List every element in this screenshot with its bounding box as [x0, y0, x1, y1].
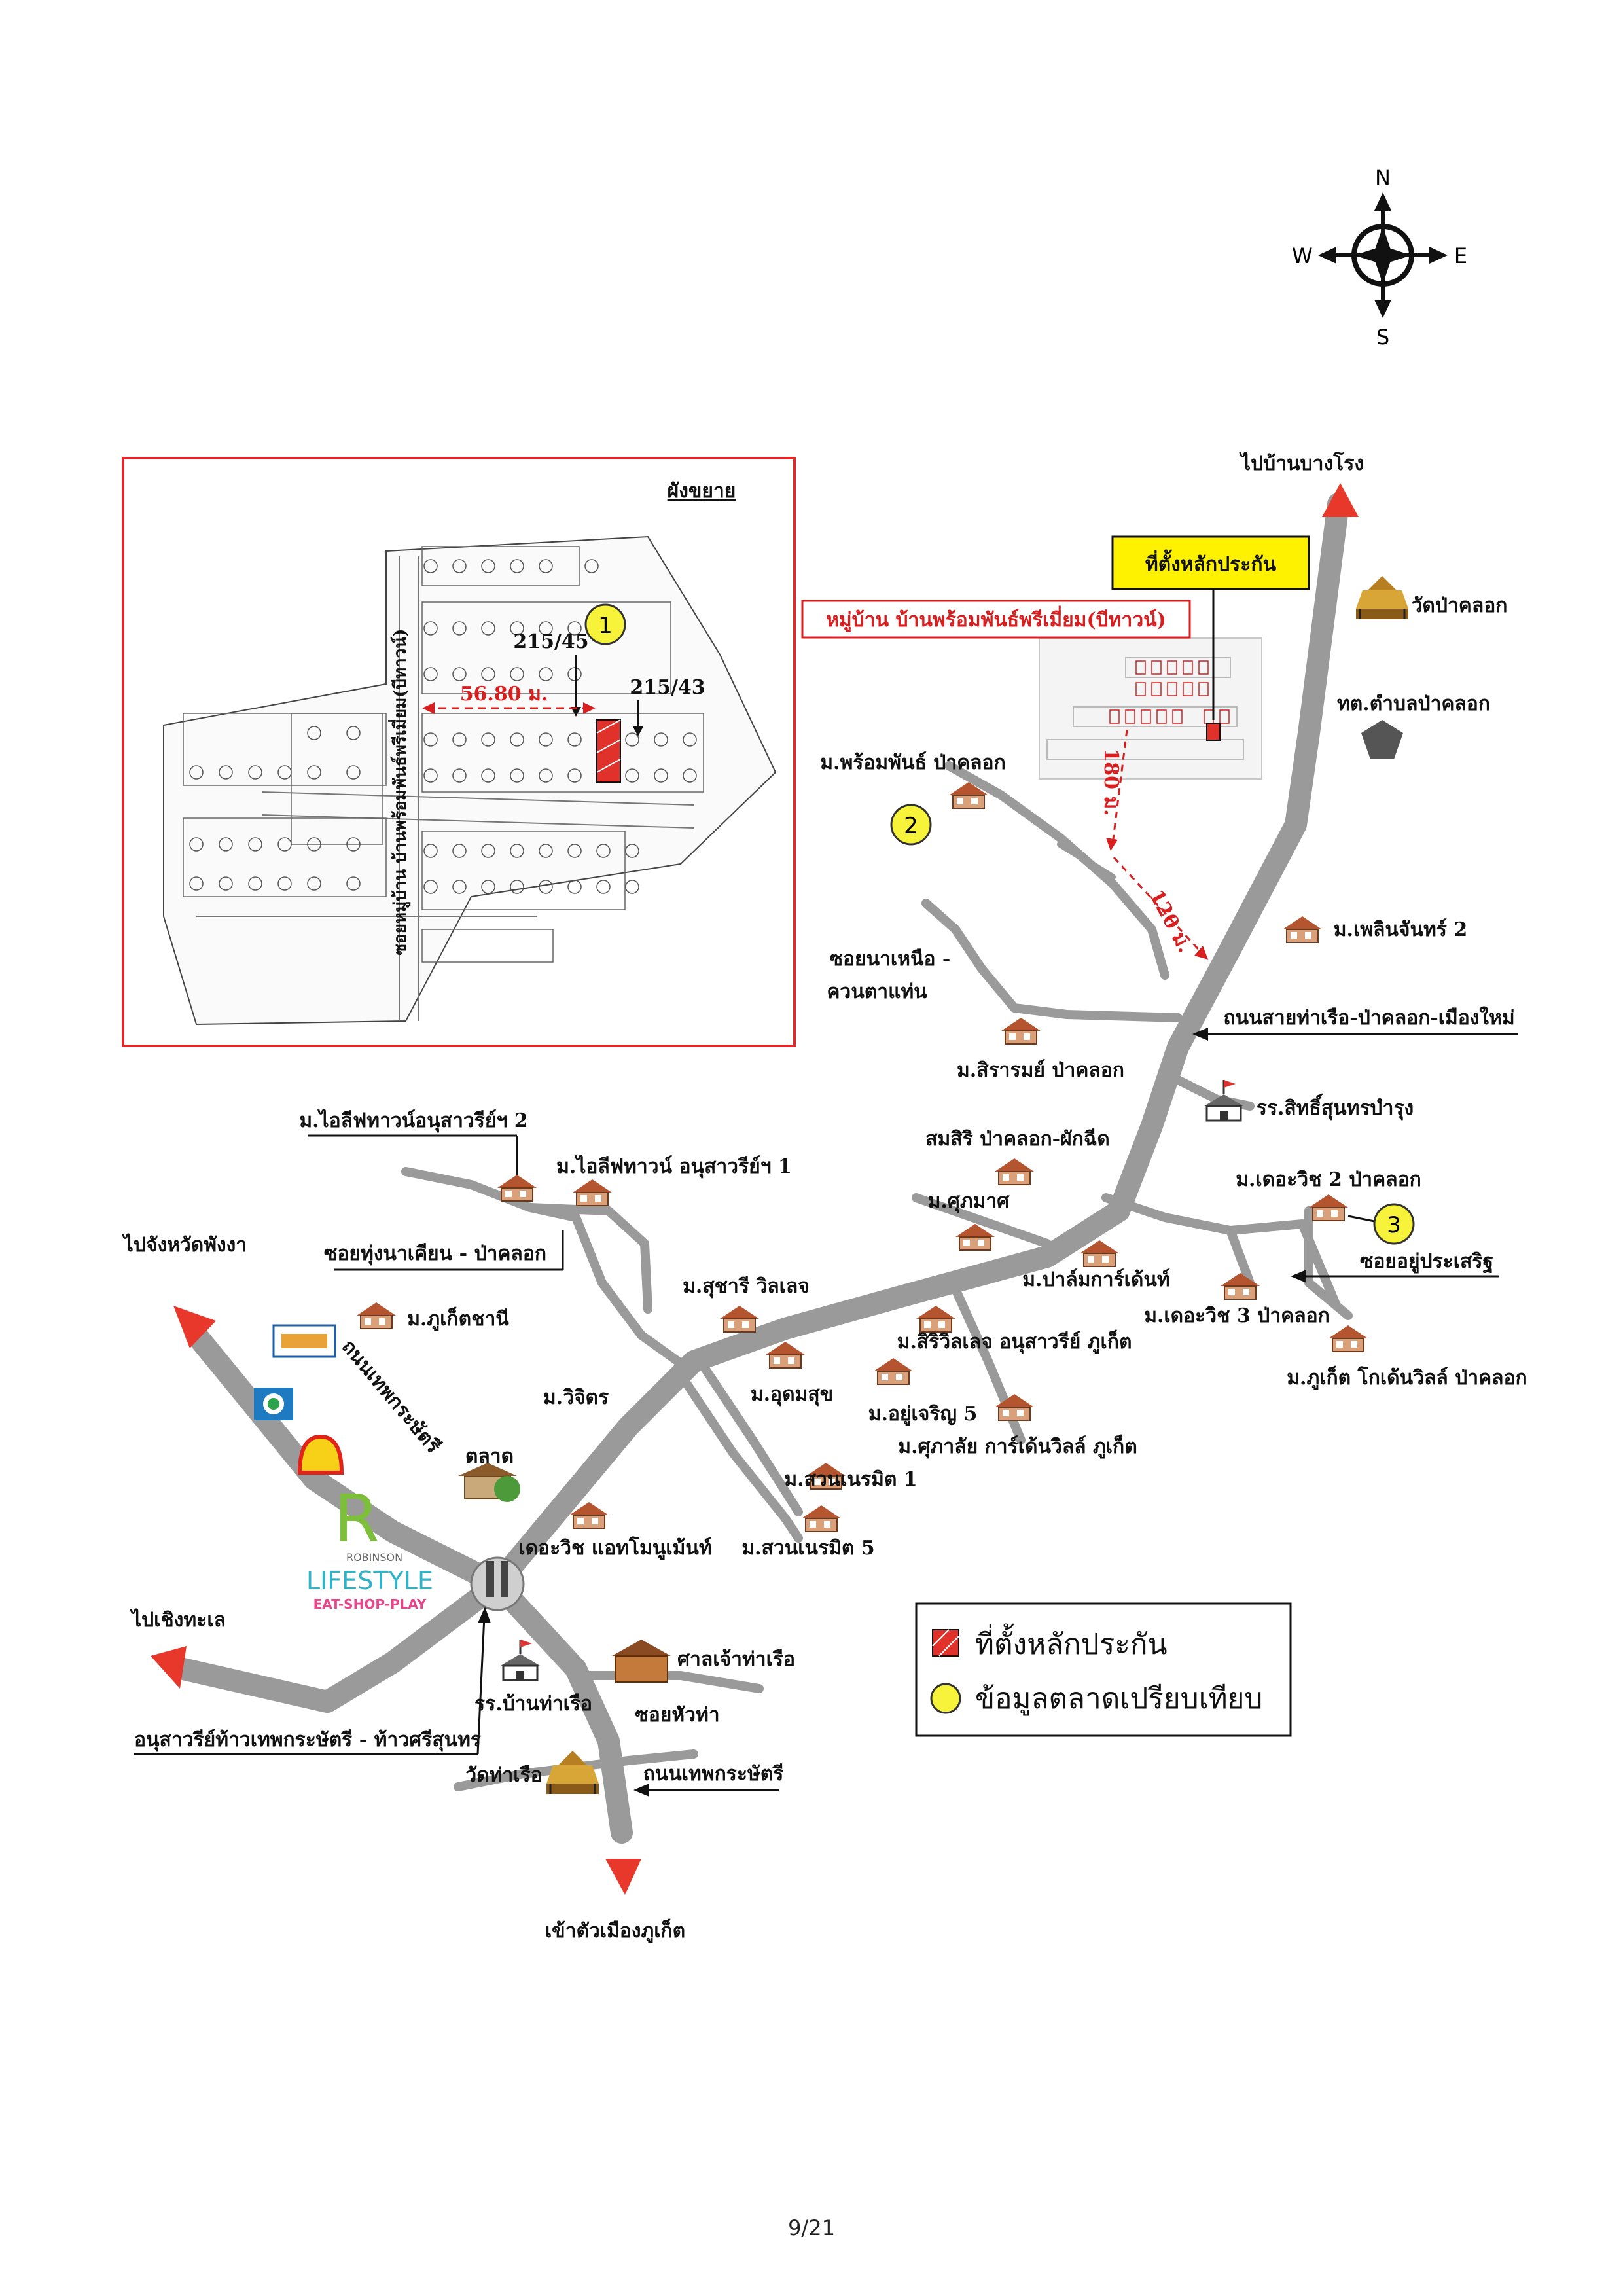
inset-road-label: ซอยหมู่บ้าน บ้านพร้อมพันธ์พรีเมี่ยม(บีทา…	[387, 629, 411, 956]
map-legend: ที่ตั้งหลักประกัน ข้อมูลตลาดเปรียบเทียบ	[915, 1602, 1292, 1737]
road-thep2-label: ถนนเทพกระษัตรี	[643, 1763, 784, 1785]
compass-north-label: N	[1375, 165, 1391, 190]
compass-west-label: W	[1292, 243, 1313, 268]
decavish-ave-label: เดอะวิช แอทโมนูเม้นท์	[518, 1535, 711, 1560]
legend-collateral-swatch-icon	[932, 1629, 959, 1657]
marker-3-icon	[1373, 1203, 1415, 1245]
somsiri-label: สมสิริ ป่าคลอก-ผักฉีด	[925, 1128, 1110, 1151]
to-phang-nga-label: ไปจังหวัดพังงา	[122, 1233, 247, 1257]
m-phloenchan-label: ม.เพลินจันทร์ 2	[1334, 918, 1467, 941]
shrine-label: ศาลเจ้าท่าเรือ	[677, 1648, 795, 1671]
m-phuket-golden-label: ม.ภูเก็ต โกเด้นวิลล์ ป่าคลอก	[1287, 1365, 1527, 1390]
marker-2-label: 2	[904, 813, 918, 839]
soi-huatha-label: ซอยหัวท่า	[635, 1704, 719, 1727]
to-phuket-town-label: เข้าตัวเมืองภูเก็ต	[545, 1918, 685, 1943]
to-bang-rong-label: ไปบ้านบางโรง	[1239, 451, 1364, 475]
shell-logo-icon	[297, 1434, 344, 1475]
village-box-label: หมู่บ้าน บ้านพร้อมพันธ์พรีเมี่ยม(บีทาวน์…	[826, 605, 1166, 632]
northwest-arrow-icon	[173, 1306, 216, 1348]
m-palm-label: ม.ปาล์มการ์เด้นท์	[1022, 1268, 1169, 1291]
robinson-r-text: R	[334, 1480, 379, 1557]
robinson-lifestyle-logo-icon: R ROBINSON LIFESTYLE EAT-SHOP-PLAY	[306, 1480, 433, 1612]
marker-2-icon	[890, 804, 932, 846]
collateral-site: ที่ตั้งหลักประกัน หมู่บ้าน บ้านพร้อมพันธ…	[801, 535, 1310, 960]
m-sirarom-label: ม.สิรารมย์ ป่าคลอก	[957, 1059, 1124, 1082]
m-supamas-label: ม.ศุภมาศ	[928, 1190, 1010, 1213]
marker-3-label: 3	[1387, 1212, 1401, 1238]
soi-na-nuea-label-2: ควนตาแท่น	[827, 980, 927, 1003]
m-suchari-label: ม.สุชารี วิลเลจ	[683, 1275, 810, 1299]
m-phuket-chani-label: ม.ภูเก็ตชานี	[407, 1306, 509, 1331]
to-choeng-thale-label: ไปเชิงทะเล	[130, 1608, 226, 1632]
inset-distance-label: 56.80 ม.	[460, 683, 548, 706]
m-yucharoen-label: ม.อยู่เจริญ 5	[868, 1403, 978, 1426]
inset-title: ผังขยาย	[668, 480, 736, 503]
plot-215-43-label: 215/43	[630, 676, 705, 699]
m-isf1-label: ม.ไอลีฟทาวน์ อนุสาวรีย์ฯ 1	[556, 1155, 792, 1179]
compass-east-label: E	[1454, 243, 1467, 268]
road-thep-label: ถนนเทพกระษัตรี	[337, 1335, 445, 1458]
m-wijit-label: ม.วิจิตร	[543, 1386, 609, 1409]
market-icon	[458, 1463, 520, 1502]
north-arrow-icon	[1322, 483, 1359, 517]
monument-label: อนุสาวรีย์ท้าวเทพกระษัตรี - ท้าวศรีสุนทร	[134, 1729, 481, 1752]
garuda-emblem-icon	[1361, 720, 1403, 759]
m-udom-label: ม.อุดมสุข	[751, 1383, 833, 1407]
big-c-logo-icon	[272, 1324, 336, 1358]
west-arrow-icon	[151, 1646, 187, 1689]
road-tharuea-label: ถนนสายท่าเรือ-ป่าคลอก-เมืองใหม่	[1223, 1006, 1514, 1030]
m-decavish2-label: ม.เดอะวิช 2 ป่าคลอก	[1236, 1168, 1421, 1191]
soi-na-nuea-label-1: ซอยนาเหนือ -	[830, 948, 951, 971]
soi-thung-label: ซอยทุ่งนาเคียน - ป่าคลอก	[324, 1242, 546, 1266]
m-suan5-label: ม.สวนเนรมิต 5	[741, 1537, 874, 1560]
soi-yu-label: ซอยอยู่ประเสริฐ	[1360, 1250, 1493, 1274]
marker-1-label: 1	[598, 613, 613, 639]
school-tharuea-label: รร.บ้านท่าเรือ	[474, 1693, 592, 1715]
m-isf2-label: ม.ไอลีฟทาวน์อนุสาวรีย์ฯ 2	[299, 1109, 527, 1133]
page-number: 9/21	[788, 2215, 835, 2240]
wat-tharuea-label: วัดท่าเรือ	[465, 1764, 542, 1787]
compass-south-label: S	[1376, 325, 1389, 350]
legend-market-swatch-icon	[930, 1683, 961, 1714]
plot-215-45-label: 215/45	[513, 630, 588, 653]
tambon-office-label: ทต.ตำบลป่าคลอก	[1337, 692, 1490, 715]
legend-collateral-label: ที่ตั้งหลักประกัน	[975, 1623, 1168, 1661]
m-siri-label: ม.สิริวิลเลจ อนุสาวรีย์ ภูเก็ต	[897, 1329, 1132, 1354]
m-decavish3-label: ม.เดอะวิช 3 ป่าคลอก	[1144, 1304, 1330, 1327]
school-sitthi-label: รร.สิทธิ์สุนทรบำรุง	[1257, 1093, 1414, 1121]
collateral-box-label: ที่ตั้งหลักประกัน	[1145, 549, 1277, 576]
robinson-name-text: ROBINSON	[346, 1551, 402, 1564]
south-arrow-icon	[605, 1859, 641, 1895]
m-supalai-label: ม.ศุภาลัย การ์เด้นวิลล์ ภูเก็ต	[898, 1434, 1137, 1459]
marker-1-icon	[584, 603, 626, 645]
legend-market-label: ข้อมูลตลาดเปรียบเทียบ	[975, 1682, 1262, 1716]
m-suan1-label: ม.สวนเนรมิต 1	[784, 1468, 917, 1491]
ptt-logo-icon	[254, 1388, 293, 1420]
lifestyle-text: LIFESTYLE	[306, 1566, 433, 1595]
tagline-text: EAT-SHOP-PLAY	[313, 1596, 427, 1612]
inset-plan: ผังขยาย	[122, 457, 796, 1047]
m-phromphan-label: ม.พร้อมพันธ์ ป่าคลอก	[820, 751, 1005, 774]
distance-180-label: 180 ม.	[1099, 748, 1122, 816]
shrine-icon	[612, 1640, 671, 1683]
compass-rose-icon: N S E W	[1292, 165, 1467, 350]
route-arrows	[151, 483, 1359, 1895]
monument-icon	[470, 1556, 525, 1611]
wat-pakhlok-label: วัดป่าคลอก	[1412, 594, 1508, 617]
